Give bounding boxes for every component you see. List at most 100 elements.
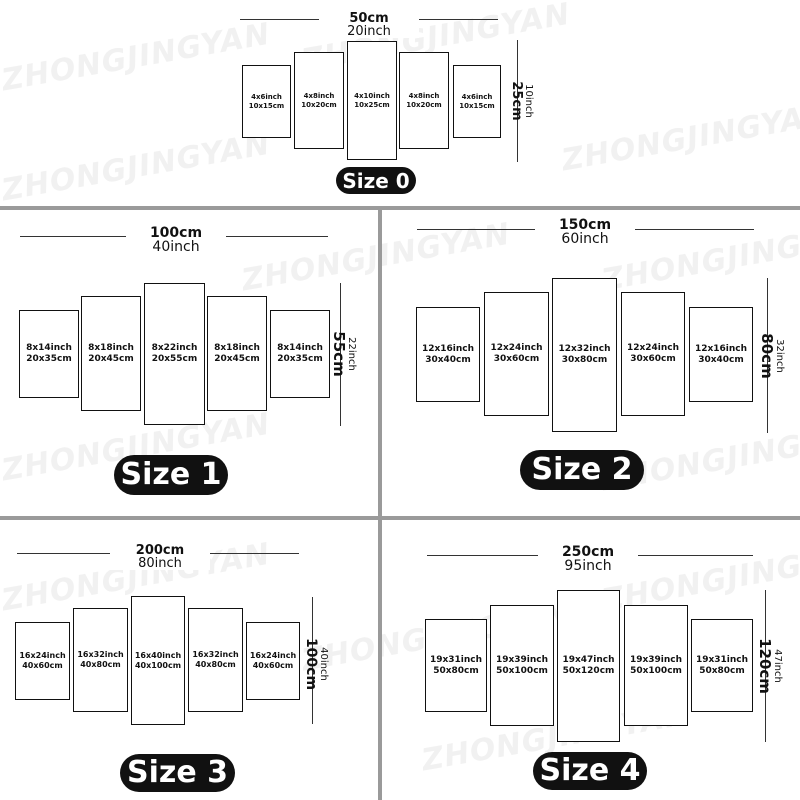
canvas-panel: 19x39inch 50x100cm	[490, 605, 554, 726]
panel-size-inch: 4x8inch	[408, 92, 440, 101]
panel-size-cm: 10x20cm	[301, 100, 337, 109]
panel-size-cm: 30x40cm	[425, 354, 471, 365]
panel-size-inch: 4x10inch	[354, 92, 390, 101]
canvas-panel: 16x32inch 40x80cm	[188, 608, 243, 712]
panel-size-inch: 8x18inch	[88, 342, 134, 353]
watermark: ZHONGJINGYAN	[559, 96, 800, 179]
panel-size-inch: 8x14inch	[277, 343, 323, 354]
width-inch: 60inch	[561, 231, 609, 247]
panel-size-cm: 20x45cm	[214, 353, 260, 364]
watermark: ZHONGJINGYAN	[0, 16, 274, 99]
canvas-panel: 8x14inch 20x35cm	[270, 310, 330, 398]
canvas-panel: 8x22inch 20x55cm	[144, 283, 205, 425]
panel-size-inch: 16x24inch	[19, 651, 66, 661]
width-label: 150cm 60inch	[535, 218, 635, 246]
watermark: ZHONGJINGYAN	[0, 126, 274, 209]
width-cm: 250cm	[561, 544, 615, 560]
width-cm: 50cm	[349, 11, 389, 26]
panel-size-inch: 12x24inch	[626, 343, 680, 354]
width-inch: 95inch	[564, 558, 612, 574]
canvas-panel: 12x24inch 30x60cm	[484, 292, 549, 416]
panel-size-cm: 20x55cm	[151, 354, 198, 364]
divider-vertical	[378, 210, 382, 800]
panel-size-cm: 20x35cm	[26, 354, 72, 364]
canvas-panel: 19x39inch 50x100cm	[624, 605, 688, 726]
canvas-panel: 19x31inch 50x80cm	[691, 619, 753, 712]
height-dimension-line	[312, 597, 313, 724]
canvas-panel: 4x8inch 10x20cm	[294, 52, 344, 149]
panel-size-inch: 19x31inch	[429, 654, 483, 665]
height-cm: 80cm	[758, 333, 776, 379]
height-cm: 120cm	[756, 638, 774, 694]
panel-size-cm: 40x60cm	[252, 661, 294, 670]
panel-size-cm: 10x20cm	[406, 100, 442, 109]
canvas-panel: 19x47inch 50x120cm	[557, 590, 620, 742]
height-label: 10inch 25cm	[509, 51, 534, 151]
panel-size-cm: 50x120cm	[562, 666, 615, 676]
panel-size-cm: 40x60cm	[22, 661, 63, 670]
width-label: 250cm 95inch	[538, 545, 638, 573]
panel-size-inch: 19x31inch	[695, 654, 749, 665]
width-inch: 80inch	[138, 556, 182, 571]
panel-size-cm: 10x15cm	[459, 101, 495, 110]
size-badge: Size 1	[114, 455, 228, 495]
panel-size-cm: 20x45cm	[88, 353, 134, 364]
panel-size-inch: 8x18inch	[214, 342, 260, 353]
panel-size-inch: 8x14inch	[26, 343, 72, 354]
canvas-panel: 4x10inch 10x25cm	[347, 41, 397, 160]
canvas-panel: 16x24inch 40x60cm	[15, 622, 70, 700]
canvas-panel: 16x24inch 40x60cm	[246, 622, 300, 700]
width-inch: 20inch	[347, 24, 391, 39]
height-dimension-line	[767, 278, 768, 433]
panel-size-inch: 12x16inch	[694, 343, 748, 354]
canvas-panel: 12x24inch 30x60cm	[621, 292, 685, 416]
canvas-panel: 4x6inch 10x15cm	[242, 65, 291, 138]
height-label: 32inch 80cm	[754, 306, 785, 406]
canvas-panel: 16x40inch 40x100cm	[131, 596, 185, 725]
width-cm: 200cm	[135, 543, 185, 558]
panel-size-inch: 19x47inch	[562, 655, 615, 666]
panel-size-inch: 16x24inch	[249, 651, 297, 661]
panel-size-inch: 16x32inch	[77, 650, 124, 660]
height-cm: 100cm	[303, 637, 319, 691]
canvas-panel: 8x14inch 20x35cm	[19, 310, 79, 398]
panel-size-inch: 12x24inch	[490, 343, 543, 354]
size-badge: Size 0	[336, 167, 416, 194]
panel-size-inch: 4x8inch	[303, 92, 335, 101]
width-cm: 100cm	[149, 225, 203, 241]
size-badge: Size 2	[520, 450, 644, 490]
height-cm: 55cm	[330, 331, 348, 377]
canvas-panel: 4x8inch 10x20cm	[399, 52, 449, 149]
width-cm: 150cm	[558, 217, 612, 233]
panel-size-cm: 40x80cm	[195, 660, 236, 669]
panel-size-inch: 12x32inch	[558, 344, 611, 355]
canvas-panel: 12x32inch 30x80cm	[552, 278, 617, 432]
canvas-panel: 4x6inch 10x15cm	[453, 65, 501, 138]
size-badge: Size 3	[120, 754, 235, 792]
canvas-panel: 12x16inch 30x40cm	[689, 307, 753, 402]
panel-size-cm: 30x60cm	[630, 354, 676, 364]
panel-size-cm: 50x80cm	[433, 665, 479, 676]
size-badge: Size 4	[533, 752, 647, 790]
panel-size-inch: 19x39inch	[629, 654, 683, 665]
panel-size-inch: 19x39inch	[495, 654, 549, 665]
height-label: 47inch 120cm	[752, 616, 783, 716]
panel-size-inch: 4x6inch	[461, 93, 493, 102]
height-inch: 40inch	[318, 647, 329, 681]
height-label: 40inch 100cm	[300, 614, 329, 714]
height-cm: 25cm	[509, 81, 524, 121]
panel-size-inch: 12x16inch	[421, 343, 475, 354]
panel-size-cm: 50x100cm	[630, 665, 682, 676]
height-label: 22inch 55cm	[328, 304, 357, 404]
panel-size-inch: 16x40inch	[134, 650, 182, 660]
panel-size-cm: 30x80cm	[561, 355, 608, 365]
height-dimension-line	[340, 283, 341, 426]
width-label: 50cm 20inch	[319, 12, 419, 38]
panel-size-inch: 8x22inch	[151, 343, 198, 354]
canvas-panel: 16x32inch 40x80cm	[73, 608, 128, 712]
height-dimension-line	[517, 40, 518, 162]
divider-horizontal-middle	[0, 516, 800, 520]
panel-size-cm: 40x100cm	[134, 660, 182, 670]
canvas-panel: 19x31inch 50x80cm	[425, 619, 487, 712]
width-label: 100cm 40inch	[126, 226, 226, 254]
